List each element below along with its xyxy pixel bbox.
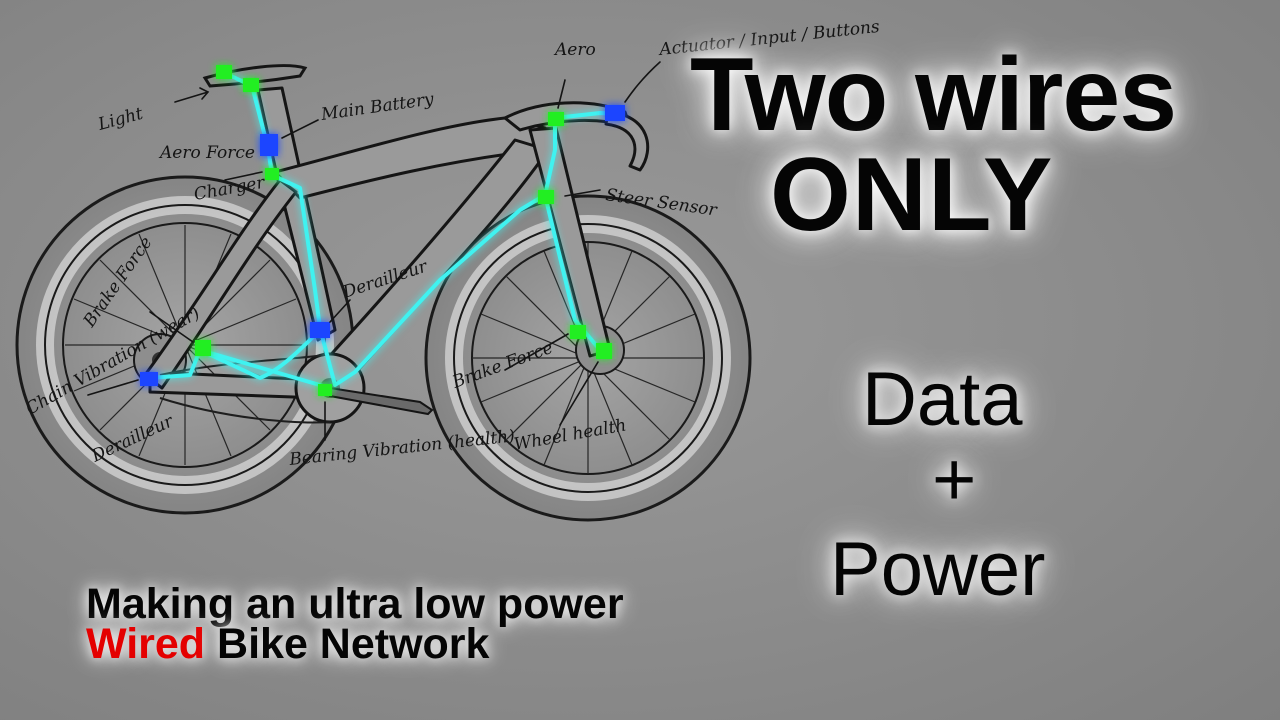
caption-line-2-rest: Bike Network bbox=[217, 620, 490, 668]
label-aero: Aero bbox=[553, 40, 596, 60]
front-wheel bbox=[424, 194, 752, 522]
node-seat-clamp bbox=[243, 78, 259, 92]
label-main-battery: Main Battery bbox=[319, 89, 435, 125]
node-charger bbox=[265, 168, 279, 180]
node-wheel-front bbox=[596, 343, 612, 359]
caption-highlight: Wired bbox=[86, 620, 206, 668]
node-bearing bbox=[318, 384, 332, 396]
node-main-battery bbox=[260, 134, 278, 156]
node-chain bbox=[140, 372, 158, 386]
caption-line-1: Making an ultra low power bbox=[86, 580, 624, 628]
wire-down-tube bbox=[318, 111, 622, 387]
node-brake-rear bbox=[195, 340, 211, 356]
sensor-nodes bbox=[140, 65, 625, 396]
node-light bbox=[216, 65, 232, 79]
caption-line-2: Wired Bike Network bbox=[86, 622, 489, 666]
headline-power: Power bbox=[830, 527, 1046, 612]
headline-only: ONLY bbox=[770, 137, 1054, 253]
wire-chainstay bbox=[148, 328, 322, 380]
label-light: Light bbox=[95, 104, 145, 135]
saddle bbox=[202, 64, 308, 88]
pointer-arrows bbox=[87, 61, 661, 441]
node-actuator bbox=[605, 105, 625, 121]
node-aero bbox=[548, 112, 564, 126]
node-derailleur-front bbox=[310, 322, 330, 338]
headline-two-wires: Two wires bbox=[690, 37, 1177, 153]
headline-plus: + bbox=[932, 437, 977, 522]
node-steer-sensor bbox=[538, 190, 554, 204]
wire-bb bbox=[198, 348, 332, 390]
node-brake-front bbox=[570, 325, 586, 339]
label-aero-force: Aero Force bbox=[158, 143, 255, 163]
wire-fork bbox=[543, 193, 602, 352]
headline-data: Data bbox=[862, 357, 1023, 442]
